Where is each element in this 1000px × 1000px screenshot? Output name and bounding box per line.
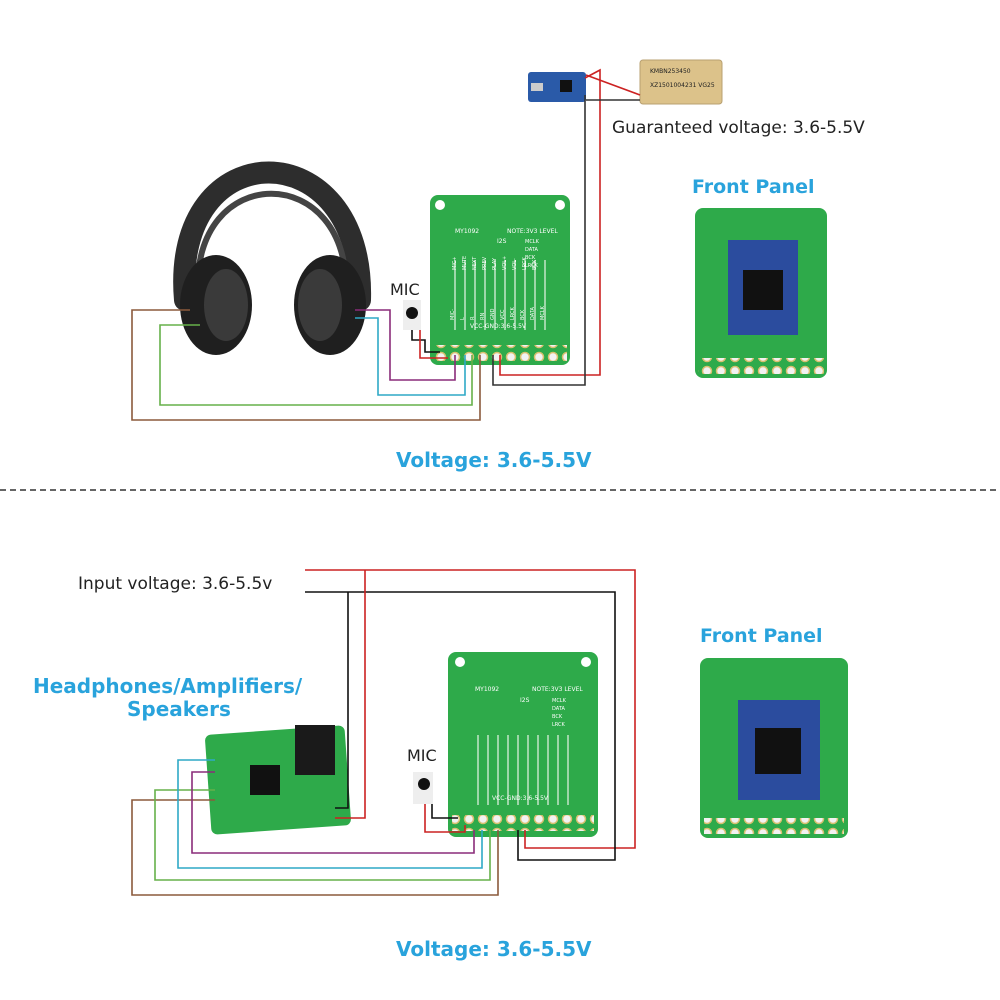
board-model-top: MY1092 xyxy=(455,228,480,235)
pin-label: LRCK xyxy=(522,257,528,270)
pin-label: PREV xyxy=(482,256,488,270)
board-vcc-top: VCC-GND:3.6-5.5V xyxy=(470,323,527,330)
input-voltage-label: Input voltage: 3.6-5.5v xyxy=(78,574,273,594)
side-signals-bottom: MCLK DATA BCK LRCK xyxy=(552,698,566,728)
board-i2s-top: I2S xyxy=(497,238,507,245)
front-panel-label-bottom: Front Panel xyxy=(700,625,823,647)
top-wires xyxy=(131,68,641,421)
board-note-bottom: NOTE:3V3 LEVEL xyxy=(532,686,583,693)
side-signals-top: MCLK DATA BCK LRCK xyxy=(525,239,539,269)
amplifier-board xyxy=(205,725,351,835)
battery-voltage-label: Guaranteed voltage: 3.6-5.5V xyxy=(612,118,865,138)
charger-module xyxy=(528,72,586,102)
pin-label: MCLK xyxy=(540,306,546,320)
pin-label: BCK xyxy=(520,309,526,320)
mic-label-top: MIC xyxy=(390,280,420,299)
mic-bottom-icon xyxy=(413,772,433,804)
output-label-line1: Headphones/Amplifiers/ xyxy=(33,674,303,698)
pin-label: VOL- xyxy=(512,258,518,270)
bottom-wires xyxy=(131,569,636,896)
pin-label: VOL+ xyxy=(502,255,508,270)
front-panel-board-top xyxy=(695,208,827,378)
voltage-label-top: Voltage: 3.6-5.5V xyxy=(396,448,592,472)
pin-label: LRCK xyxy=(510,307,516,320)
board-note-top: NOTE:3V3 LEVEL xyxy=(507,228,558,235)
pin-label: RN xyxy=(480,312,486,320)
front-panel-board-bottom xyxy=(700,658,848,838)
pin-label: MUTE xyxy=(462,255,468,270)
board-vcc-bottom: VCC-GND:3.6-5.5V xyxy=(492,795,549,802)
pin-label: PLAY xyxy=(492,257,498,270)
voltage-label-bottom: Voltage: 3.6-5.5V xyxy=(396,937,592,961)
output-label-line2: Speakers xyxy=(127,697,231,721)
pin-label: R xyxy=(470,316,476,320)
battery xyxy=(639,59,723,105)
board-model-bottom: MY1092 xyxy=(475,686,500,693)
mic-top-icon xyxy=(403,300,421,330)
pin-label: L xyxy=(460,317,466,320)
mic-label-bottom: MIC xyxy=(407,746,437,765)
pin-label: MIC+ xyxy=(452,256,458,270)
pin-label: BCK xyxy=(532,259,538,270)
pin-label: VCC xyxy=(500,309,506,320)
board-i2s-bottom: I2S xyxy=(520,697,530,704)
audio-module-board-bottom xyxy=(448,652,598,837)
pin-label: GND xyxy=(490,308,496,320)
pin-label: NEXT xyxy=(472,256,478,270)
battery-text-line2: XZ1501004231 VG25 xyxy=(650,82,715,89)
front-panel-label-top: Front Panel xyxy=(692,176,815,198)
audio-module-board-top xyxy=(430,195,570,365)
pin-label: MIC- xyxy=(450,308,456,320)
headphones-image xyxy=(173,161,372,355)
battery-text-line1: KMBN253450 xyxy=(650,68,691,75)
pin-label: DATA xyxy=(530,307,536,320)
